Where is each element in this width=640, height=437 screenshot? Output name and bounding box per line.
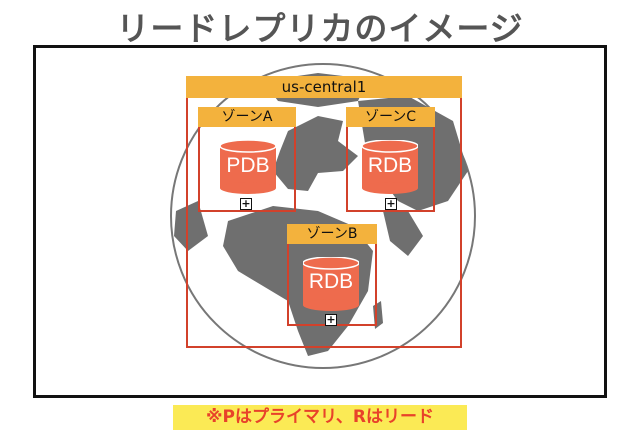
database-icon	[220, 140, 276, 194]
database-icon	[362, 140, 418, 194]
zone-a-label: ゾーンA	[198, 107, 296, 127]
zone-c-label: ゾーンC	[346, 107, 435, 127]
zone-c-db-label: RDB	[367, 154, 413, 177]
zone-a-expand-icon[interactable]: +	[240, 197, 252, 210]
database-icon	[303, 257, 359, 311]
zone-b-expand-icon[interactable]: +	[325, 313, 337, 326]
zone-c-expand-icon[interactable]: +	[385, 197, 397, 210]
zone-b-db-label: RDB	[308, 270, 354, 293]
legend-note: ※Pはプライマリ、Rはリード	[173, 405, 467, 430]
outer-frame	[33, 45, 607, 398]
region-label: us-central1	[186, 76, 462, 98]
zone-a-db-label: PDB	[226, 154, 270, 177]
zone-b-label: ゾーンB	[287, 224, 377, 244]
diagram-title: リードレプリカのイメージ	[116, 9, 524, 48]
